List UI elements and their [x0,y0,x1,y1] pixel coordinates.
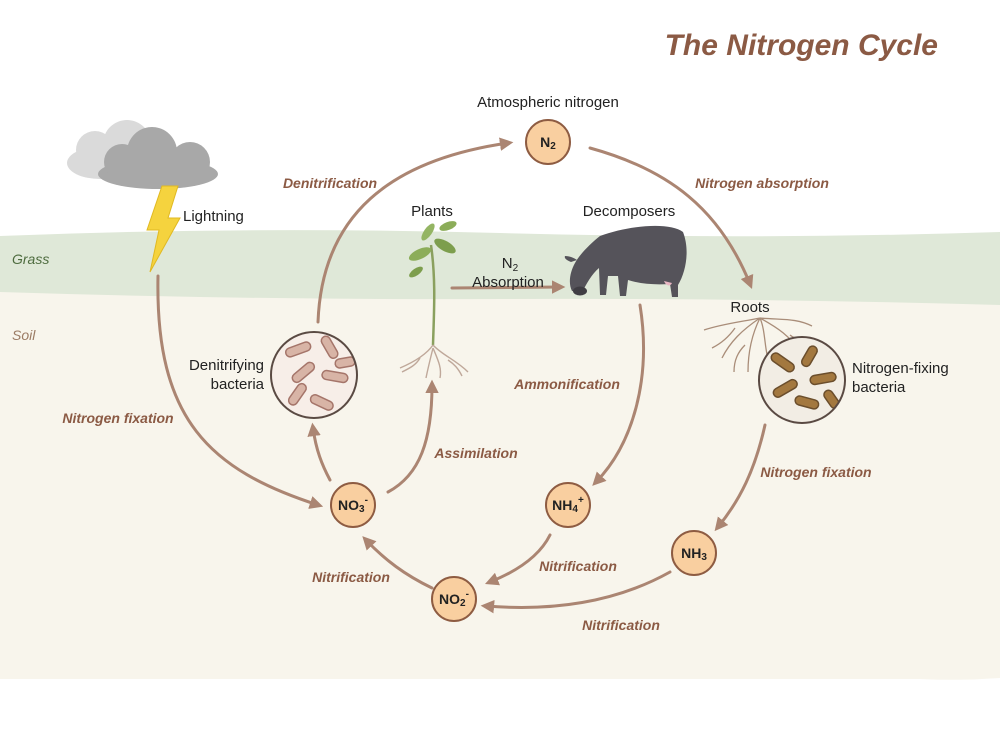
process-denitrification: Denitrification [283,175,377,191]
nitrogen-fixing-bacteria-label-line2: bacteria [852,379,906,396]
denitrifying-bacteria-label-line2: bacteria [211,376,265,393]
n2-absorption-sub: 2 [513,263,519,274]
n2-absorption-n: N [502,255,513,272]
decomposers-label: Decomposers [583,203,676,220]
cloud-icon [67,120,218,189]
process-ammonification: Ammonification [513,376,620,392]
svg-text:NO2-: NO2- [439,589,469,609]
plant-icon [399,221,469,379]
arrow-no2-to-no3 [362,536,434,590]
arrow-ammonification [592,303,645,486]
grass-band [0,230,1000,305]
arrow-n2-absorption [450,280,566,294]
nitrogen-fixing-bacteria-label-line1: Nitrogen-fixing [852,360,949,377]
arrow-assimilation [386,379,439,494]
node-nh3: NH3 [671,530,717,576]
arrow-nh4-to-no2 [484,533,552,586]
node-n2-sub: 2 [550,141,556,152]
svg-text:NH3: NH3 [681,545,707,563]
node-no2-base: NO [439,591,460,607]
svg-text:N2: N2 [540,134,556,152]
lightning-bolt-icon [146,185,181,273]
process-nitrogen-fixation-right: Nitrogen fixation [760,464,871,480]
denitrifying-bacteria-image [270,331,358,419]
diagram-title: The Nitrogen Cycle [665,29,938,62]
nitrogen-fixing-bacteria-image [758,336,846,424]
arrow-no3-to-denitrifying-bacteria [307,422,332,482]
process-nitrification-center: Nitrification [539,558,617,574]
soil-band [0,290,1000,680]
node-nh3-sub: 3 [701,552,707,563]
cow-icon [564,225,687,297]
node-n2: N2 [525,119,571,165]
process-nitrogen-fixation-left: Nitrogen fixation [62,410,173,426]
process-nitrogen-absorption: Nitrogen absorption [695,175,829,191]
arrow-denitrification [316,137,514,324]
node-no3-sup: - [365,495,368,506]
node-n2-base: N [540,134,550,150]
arrow-lightning-to-no3 [156,274,324,509]
svg-text:NH4+: NH4+ [552,495,584,515]
grass-zone-label: Grass [12,251,49,267]
plants-label: Plants [411,203,453,220]
process-nitrification-left: Nitrification [312,569,390,585]
svg-text:NO3-: NO3- [338,495,368,515]
node-nh4-base: NH [552,497,572,513]
arrow-nh3-to-no2 [480,570,672,614]
process-assimilation: Assimilation [433,445,517,461]
arrow-nitrogen-fixation-right [714,423,767,532]
node-no3-sub: 3 [359,504,365,515]
node-nh4-sub: 4 [572,504,578,515]
node-no2-sub: 2 [460,598,466,609]
lightning-label: Lightning [183,208,244,225]
process-nitrification-bottom: Nitrification [582,617,660,633]
node-no3: NO3- [330,482,376,528]
node-nh4-sup: + [578,495,584,506]
n2-absorption-label-line2: Absorption [472,274,544,291]
n2-absorption-label-line1: N2 [502,255,519,274]
atmospheric-nitrogen-label: Atmospheric nitrogen [477,94,619,111]
node-no3-base: NO [338,497,359,513]
denitrifying-bacteria-label-line1: Denitrifying [189,357,264,374]
cycle-arrows [156,137,767,614]
node-no2: NO2- [431,576,477,622]
node-nh4: NH4+ [545,482,591,528]
node-nh3-base: NH [681,545,701,561]
soil-zone-label: Soil [12,327,36,343]
roots-label: Roots [730,299,769,316]
node-no2-sup: - [466,589,469,600]
arrow-nitrogen-absorption [588,146,754,290]
